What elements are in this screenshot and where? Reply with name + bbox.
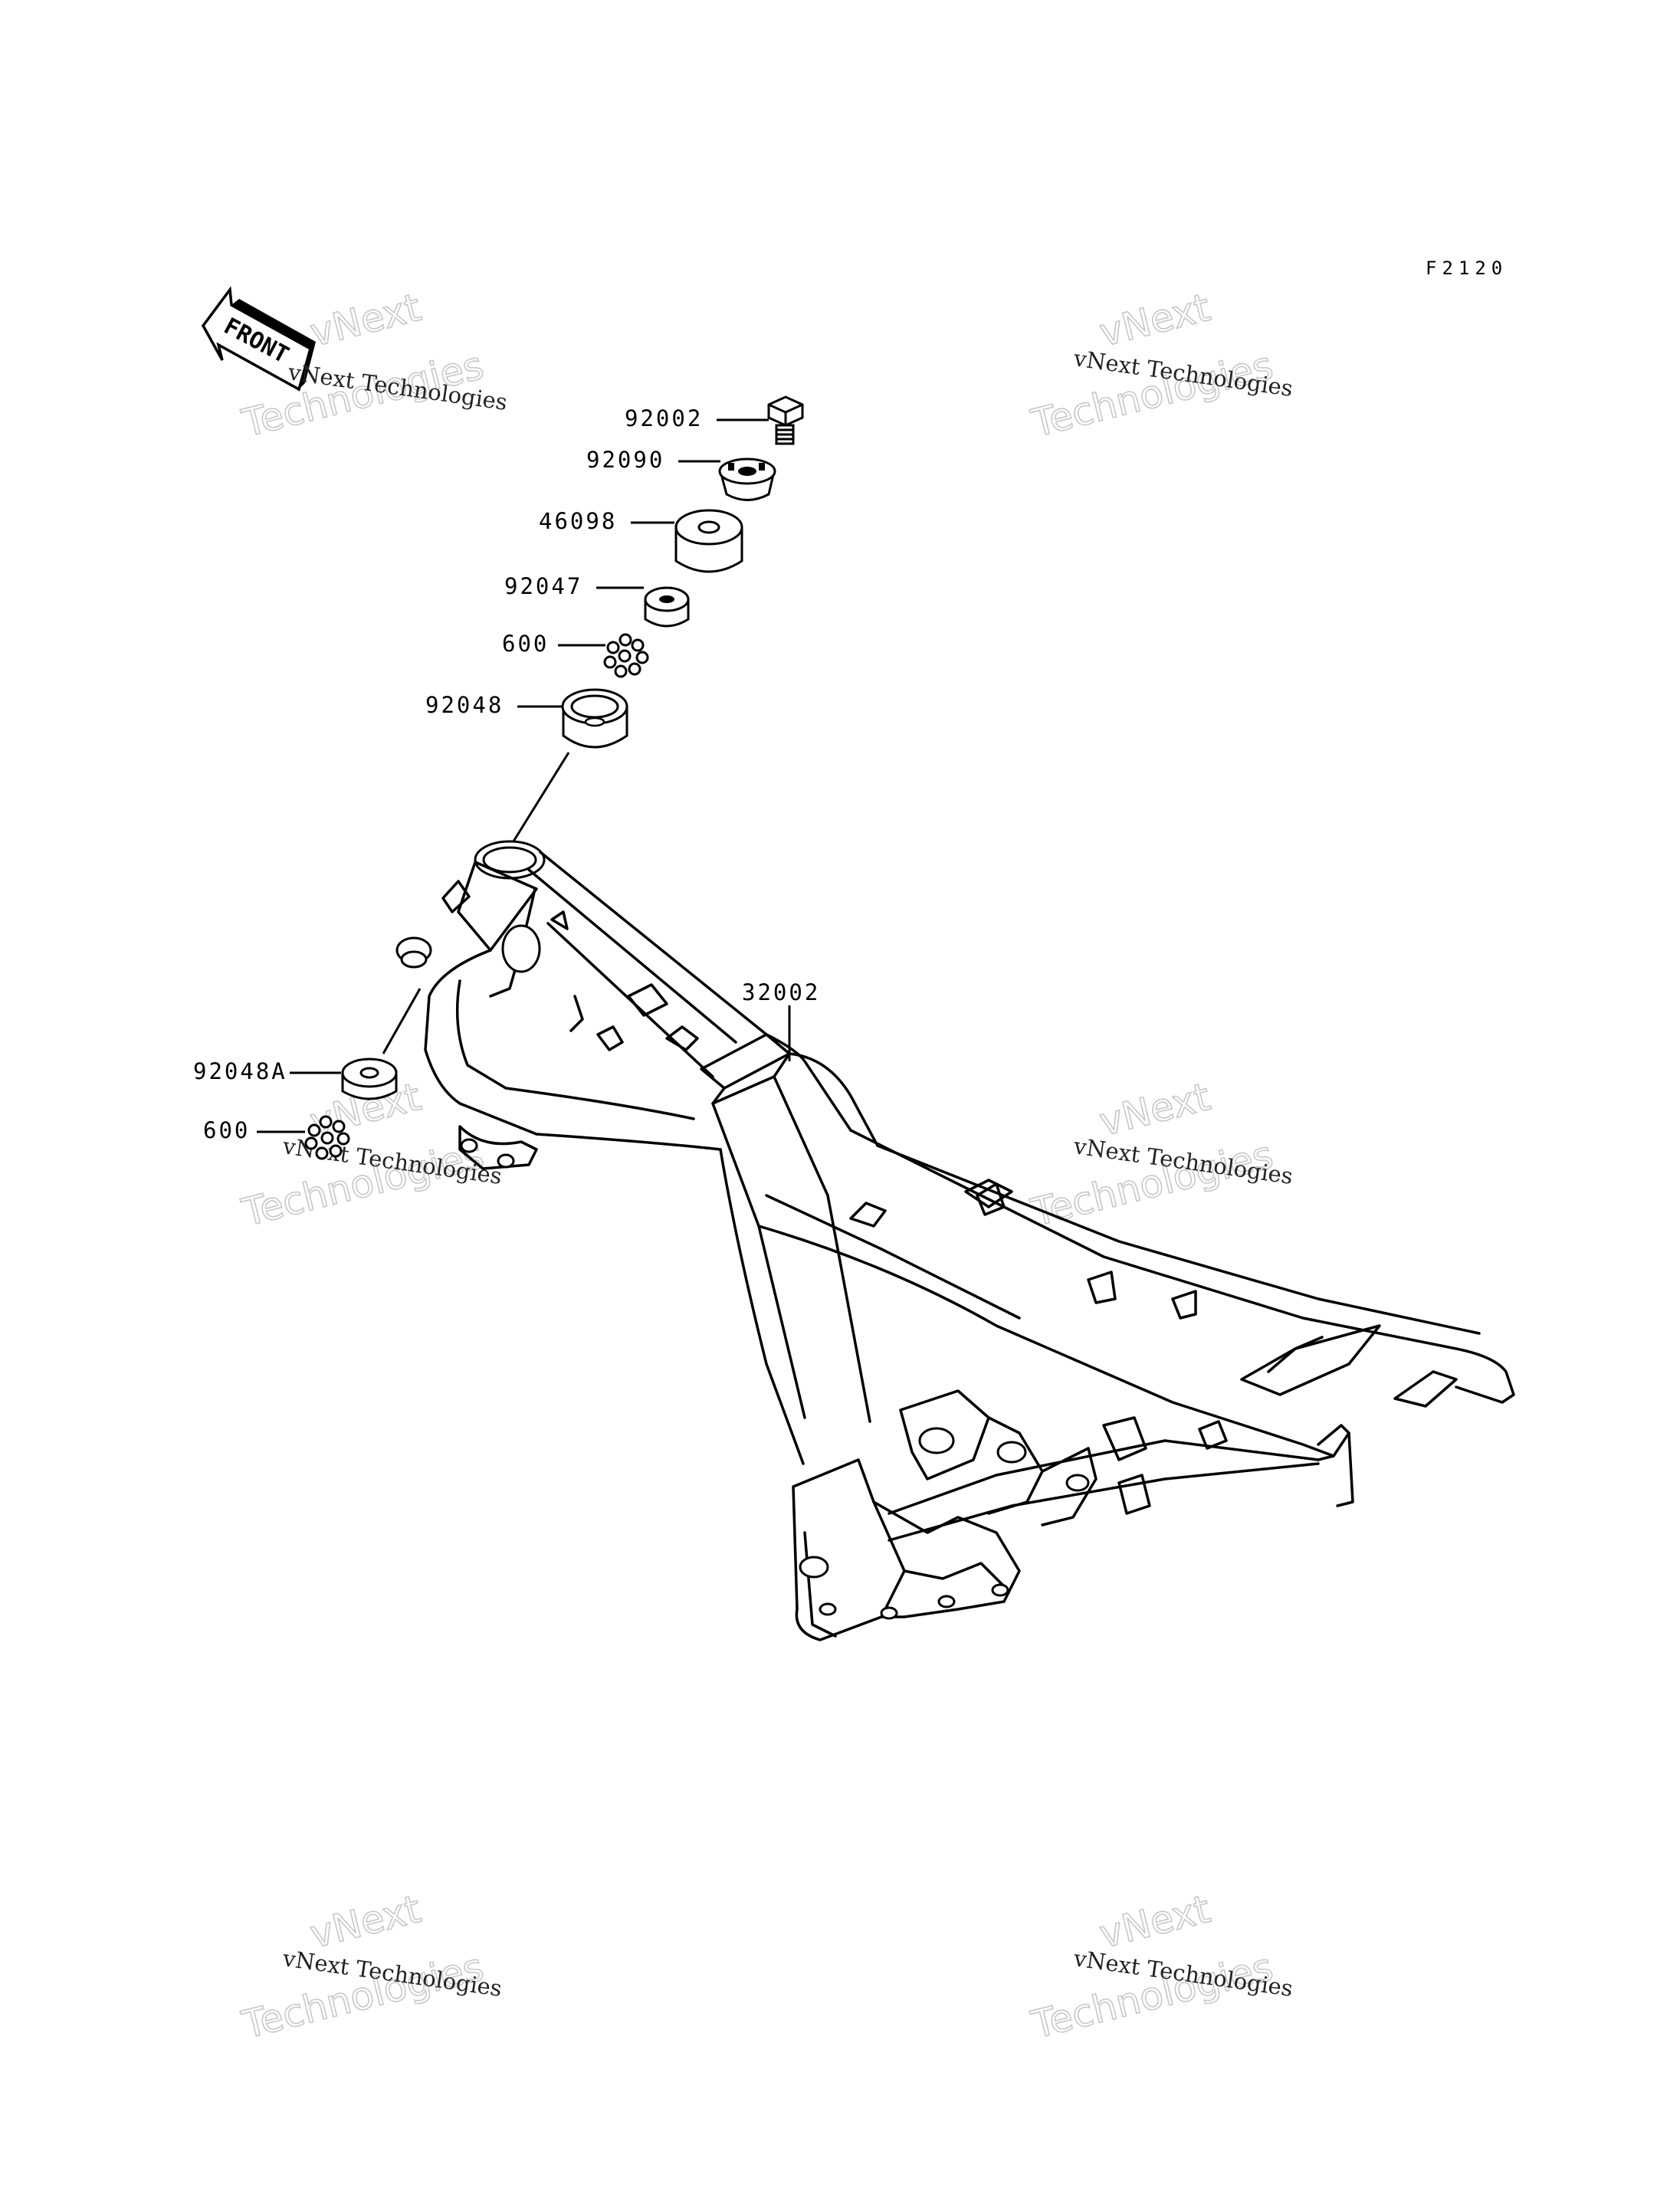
svg-text:92048: 92048 — [425, 692, 504, 718]
svg-text:92002: 92002 — [625, 405, 703, 431]
svg-text:92048A: 92048A — [193, 1058, 287, 1084]
callout-92048a: 92048A — [193, 1058, 341, 1084]
svg-text:600: 600 — [502, 631, 549, 657]
callout-600-upper: 600 — [502, 631, 605, 657]
bearing-race-92047 — [644, 586, 690, 628]
watermark-top-right: vNext Technologies vNext Technologies — [1026, 284, 1294, 446]
callout-600-lower: 600 — [203, 1117, 305, 1143]
frame-32002 — [395, 840, 1515, 1641]
svg-text:600: 600 — [203, 1117, 250, 1143]
watermark-bottom-right: vNext Technologies vNext Technologies — [1026, 1886, 1294, 2048]
callout-46098: 46098 — [539, 508, 674, 534]
callout-92047: 92047 — [504, 573, 644, 599]
nut-92090 — [718, 457, 776, 501]
callout-92002: 92002 — [625, 405, 769, 431]
watermark-bottom-left: vNext Technologies vNext Technologies — [237, 1886, 504, 2048]
washer-46098 — [674, 509, 743, 573]
callout-32002: 32002 — [742, 979, 820, 1061]
svg-text:vNext: vNext — [1095, 285, 1215, 356]
svg-text:vNext: vNext — [1095, 1074, 1215, 1145]
bearing-cup-92048 — [561, 688, 628, 749]
bearing-cup-92048a — [341, 1058, 398, 1100]
svg-text:vNext: vNext — [306, 1887, 425, 1957]
bolt-92002 — [767, 395, 804, 445]
callout-92090: 92090 — [586, 447, 720, 473]
assembly-leader-lower — [382, 988, 422, 1054]
svg-text:92090: 92090 — [586, 447, 664, 473]
balls-600-lower — [304, 1115, 350, 1160]
svg-text:92047: 92047 — [504, 573, 582, 599]
svg-text:46098: 46098 — [539, 508, 617, 534]
watermark-mid-right: vNext Technologies vNext Technologies — [1026, 1074, 1294, 1235]
svg-text:32002: 32002 — [742, 979, 820, 1005]
svg-text:vNext: vNext — [306, 285, 425, 356]
svg-text:vNext: vNext — [1095, 1887, 1215, 1957]
callout-92048: 92048 — [425, 692, 563, 718]
balls-600-upper — [603, 633, 649, 678]
figure-code: F2120 — [1426, 257, 1508, 279]
